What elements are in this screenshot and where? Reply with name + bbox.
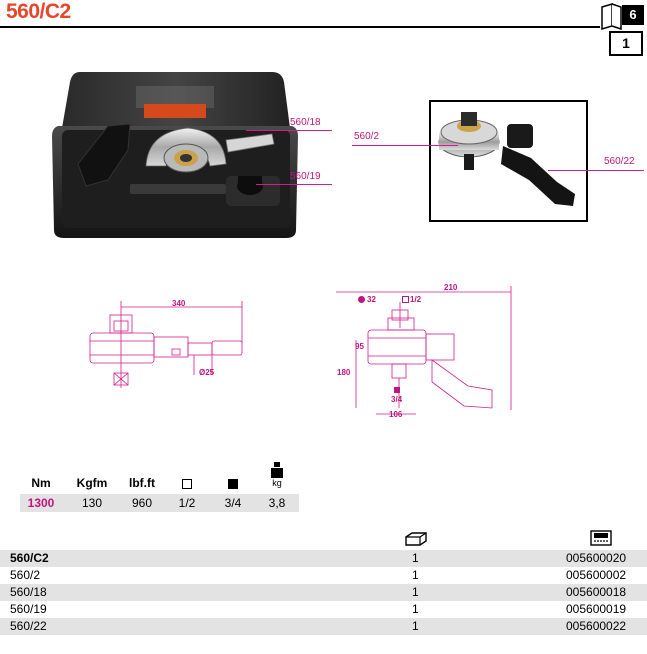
callout-560-19: 560/19 xyxy=(290,171,321,182)
product-case-photo xyxy=(52,72,298,238)
square-drive-solid-icon xyxy=(228,479,238,489)
callout-line-560-2 xyxy=(352,145,458,146)
dim-width-210: 210 xyxy=(444,283,458,292)
spec-value-drive-out: 3/4 xyxy=(224,496,242,510)
table-row: 560/2 1 005600002 xyxy=(0,567,647,584)
page-title: 560/C2 xyxy=(6,0,71,23)
callout-line-560-18 xyxy=(246,130,332,131)
row-name: 560/2 xyxy=(10,568,41,582)
square-drive-outline-icon xyxy=(182,479,192,489)
assembled-multiplier-photo xyxy=(438,112,575,206)
spec-value-drive-in: 1/2 xyxy=(178,496,196,510)
callout-560-22: 560/22 xyxy=(604,156,635,167)
row-code: 005600020 xyxy=(566,551,627,565)
book-icon xyxy=(601,3,622,30)
title-rule xyxy=(0,26,600,28)
tray-icon xyxy=(405,532,427,546)
row-qty: 1 xyxy=(412,568,419,582)
row-code: 005600018 xyxy=(566,585,627,599)
callout-560-2: 560/2 xyxy=(354,131,380,142)
hex-icon xyxy=(358,296,365,303)
register-icon xyxy=(590,530,612,546)
row-name: 560/22 xyxy=(10,619,47,633)
spec-value-kgfm: 130 xyxy=(81,496,103,510)
spec-value-nm: 1300 xyxy=(27,496,55,510)
spec-header-kg: kg xyxy=(272,478,282,488)
spec-value-lbfft: 960 xyxy=(131,496,153,510)
table-row: 560/19 1 005600019 xyxy=(0,601,647,618)
row-code: 005600019 xyxy=(566,602,627,616)
page-number-badge: 6 xyxy=(622,5,644,25)
square-solid-icon xyxy=(394,387,400,393)
inset-frame xyxy=(429,100,588,222)
spec-header-lbfft: lbf.ft xyxy=(129,476,155,490)
dim-height-95: 95 xyxy=(355,342,364,351)
row-name: 560/C2 xyxy=(10,551,49,565)
row-name: 560/19 xyxy=(10,602,47,616)
table-row: 560/22 1 005600022 xyxy=(0,618,647,635)
dim-drive-out: 3/4 xyxy=(391,395,403,404)
row-qty: 1 xyxy=(412,619,419,633)
row-qty: 1 xyxy=(412,551,419,565)
callout-560-18: 560/18 xyxy=(290,117,321,128)
row-code: 005600002 xyxy=(566,568,627,582)
spec-value-weight: 3,8 xyxy=(268,496,286,510)
spec-band xyxy=(20,494,299,512)
row-name: 560/18 xyxy=(10,585,47,599)
dim-diameter-25: Ø25 xyxy=(199,368,215,377)
table-row: 560/C2 1 005600020 xyxy=(0,550,647,567)
technical-drawing-side-view xyxy=(336,286,512,415)
spec-header-nm: Nm xyxy=(31,476,51,490)
callout-line-560-19 xyxy=(256,184,332,185)
dim-height-180: 180 xyxy=(337,368,351,377)
square-outline-icon xyxy=(402,296,409,303)
dim-depth-106: 106 xyxy=(389,410,403,419)
weight-icon xyxy=(271,462,283,478)
row-qty: 1 xyxy=(412,602,419,616)
dim-hex-32: 32 xyxy=(367,295,376,304)
row-code: 005600022 xyxy=(566,619,627,633)
spec-header-kgfm: Kgfm xyxy=(76,476,108,490)
dim-length-340: 340 xyxy=(172,299,186,308)
row-qty: 1 xyxy=(412,585,419,599)
callout-line-560-22 xyxy=(548,170,644,171)
table-row: 560/18 1 005600018 xyxy=(0,584,647,601)
section-number-badge: 1 xyxy=(609,31,643,56)
dim-drive-in: 1/2 xyxy=(410,295,422,304)
technical-drawing-top-view xyxy=(89,301,243,388)
